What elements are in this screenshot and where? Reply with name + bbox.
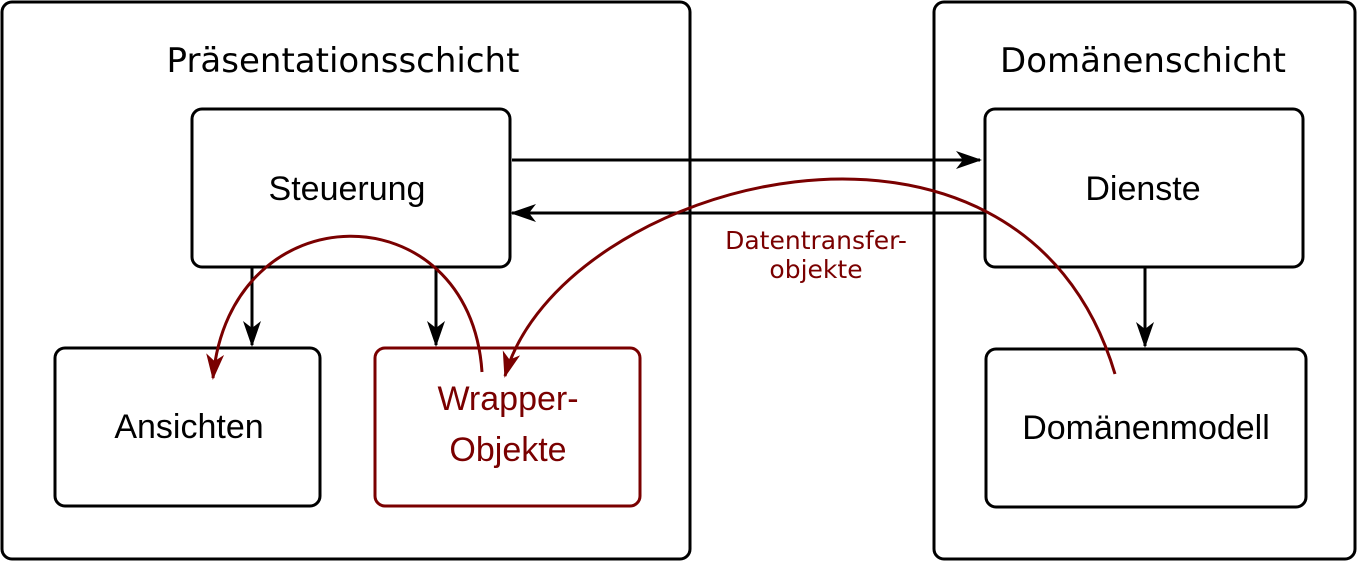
steuerung-label: Steuerung xyxy=(269,170,426,208)
domaenenmodell-label: Domänenmodell xyxy=(1022,409,1270,447)
dto-label-line1: Datentransfer- xyxy=(725,226,907,255)
dienste-label: Dienste xyxy=(1085,170,1200,208)
steuerung-box xyxy=(190,107,512,269)
domain-layer-title: Domänenschicht xyxy=(1000,41,1286,81)
domaenenmodell-box xyxy=(984,347,1308,509)
dto-label-line2: objekte xyxy=(769,255,862,284)
curve-domaenenmodell-to-wrapper xyxy=(502,177,1117,378)
presentation-layer-title: Präsentationsschicht xyxy=(167,41,520,81)
wrapper-label-line2: Objekte xyxy=(449,431,566,469)
ansichten-label: Ansichten xyxy=(114,408,263,446)
dto-label-background xyxy=(712,226,920,284)
wrapper-objekte-box xyxy=(373,346,642,508)
curve-wrapper-to-ansichten xyxy=(206,234,484,380)
ansichten-box xyxy=(53,346,322,508)
wrapper-label-line1: Wrapper- xyxy=(437,380,578,418)
